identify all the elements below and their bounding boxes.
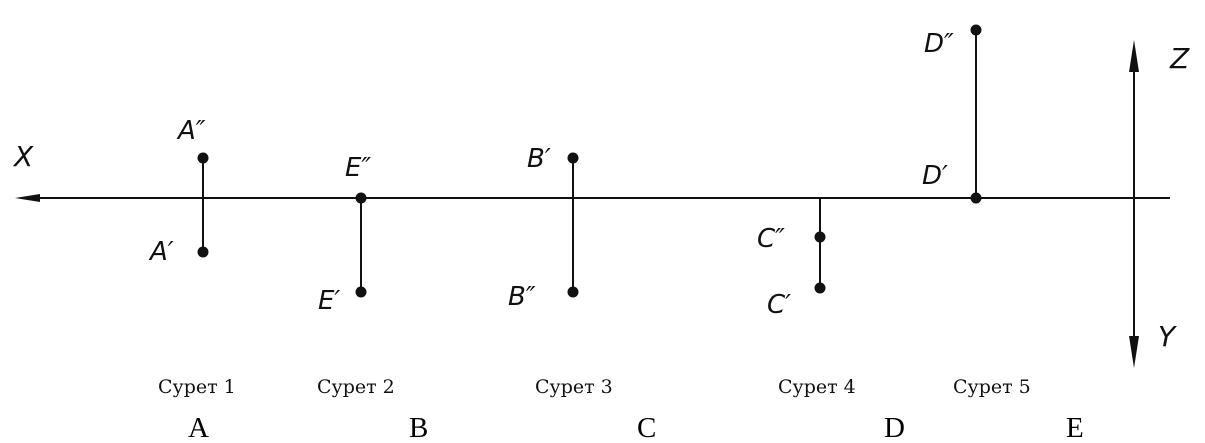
fig5-top-label: D″ <box>924 29 954 59</box>
fig1-top-point <box>197 152 209 164</box>
fig4-bottom-point <box>814 282 826 294</box>
fig2-bottom-label: E′ <box>318 286 340 316</box>
fig4-bottom-label: C′ <box>767 290 791 320</box>
fig1-top-label: A″ <box>176 116 206 146</box>
z-axis-label: Z <box>1169 42 1190 75</box>
fig1-bottom-label: A′ <box>148 237 174 267</box>
figure-1: A″ A′ Сурет 1 A <box>148 116 236 443</box>
fig3-top-point <box>567 152 579 164</box>
fig4-answer-letter: D <box>884 412 905 443</box>
figure-4: C″ C′ Сурет 4 D <box>757 198 905 443</box>
y-axis-label: Y <box>1158 320 1177 353</box>
fig5-caption: Сурет 5 <box>953 376 1031 398</box>
fig3-answer-letter: C <box>637 412 656 443</box>
fig5-bottom-label: D′ <box>922 161 948 191</box>
figure-3: B′ B″ Сурет 3 C <box>508 144 656 443</box>
fig1-caption: Сурет 1 <box>158 376 236 398</box>
fig2-answer-letter: B <box>409 412 428 443</box>
x-axis-label: X <box>12 140 34 173</box>
fig4-caption: Сурет 4 <box>778 376 856 398</box>
fig2-bottom-point <box>355 286 367 298</box>
fig3-caption: Сурет 3 <box>535 376 613 398</box>
fig2-top-point <box>355 192 367 204</box>
z-axis-arrow-icon <box>1129 40 1139 72</box>
fig4-top-label: C″ <box>757 224 785 254</box>
fig1-bottom-point <box>197 246 209 258</box>
figure-2: E″ E′ Сурет 2 B <box>317 153 428 443</box>
fig3-bottom-point <box>567 286 579 298</box>
fig4-top-point <box>814 231 826 243</box>
fig5-bottom-point <box>970 192 982 204</box>
fig2-caption: Сурет 2 <box>317 376 395 398</box>
x-axis-arrow-icon <box>15 194 40 202</box>
fig3-top-label: B′ <box>527 144 551 174</box>
fig3-bottom-label: B″ <box>508 282 536 312</box>
fig5-answer-letter: E <box>1066 412 1084 443</box>
fig5-top-point <box>970 24 982 36</box>
fig2-top-label: E″ <box>345 153 371 183</box>
figure-5: D″ D′ Сурет 5 E <box>922 24 1084 443</box>
y-axis-arrow-icon <box>1129 336 1139 368</box>
fig1-answer-letter: A <box>188 412 209 443</box>
